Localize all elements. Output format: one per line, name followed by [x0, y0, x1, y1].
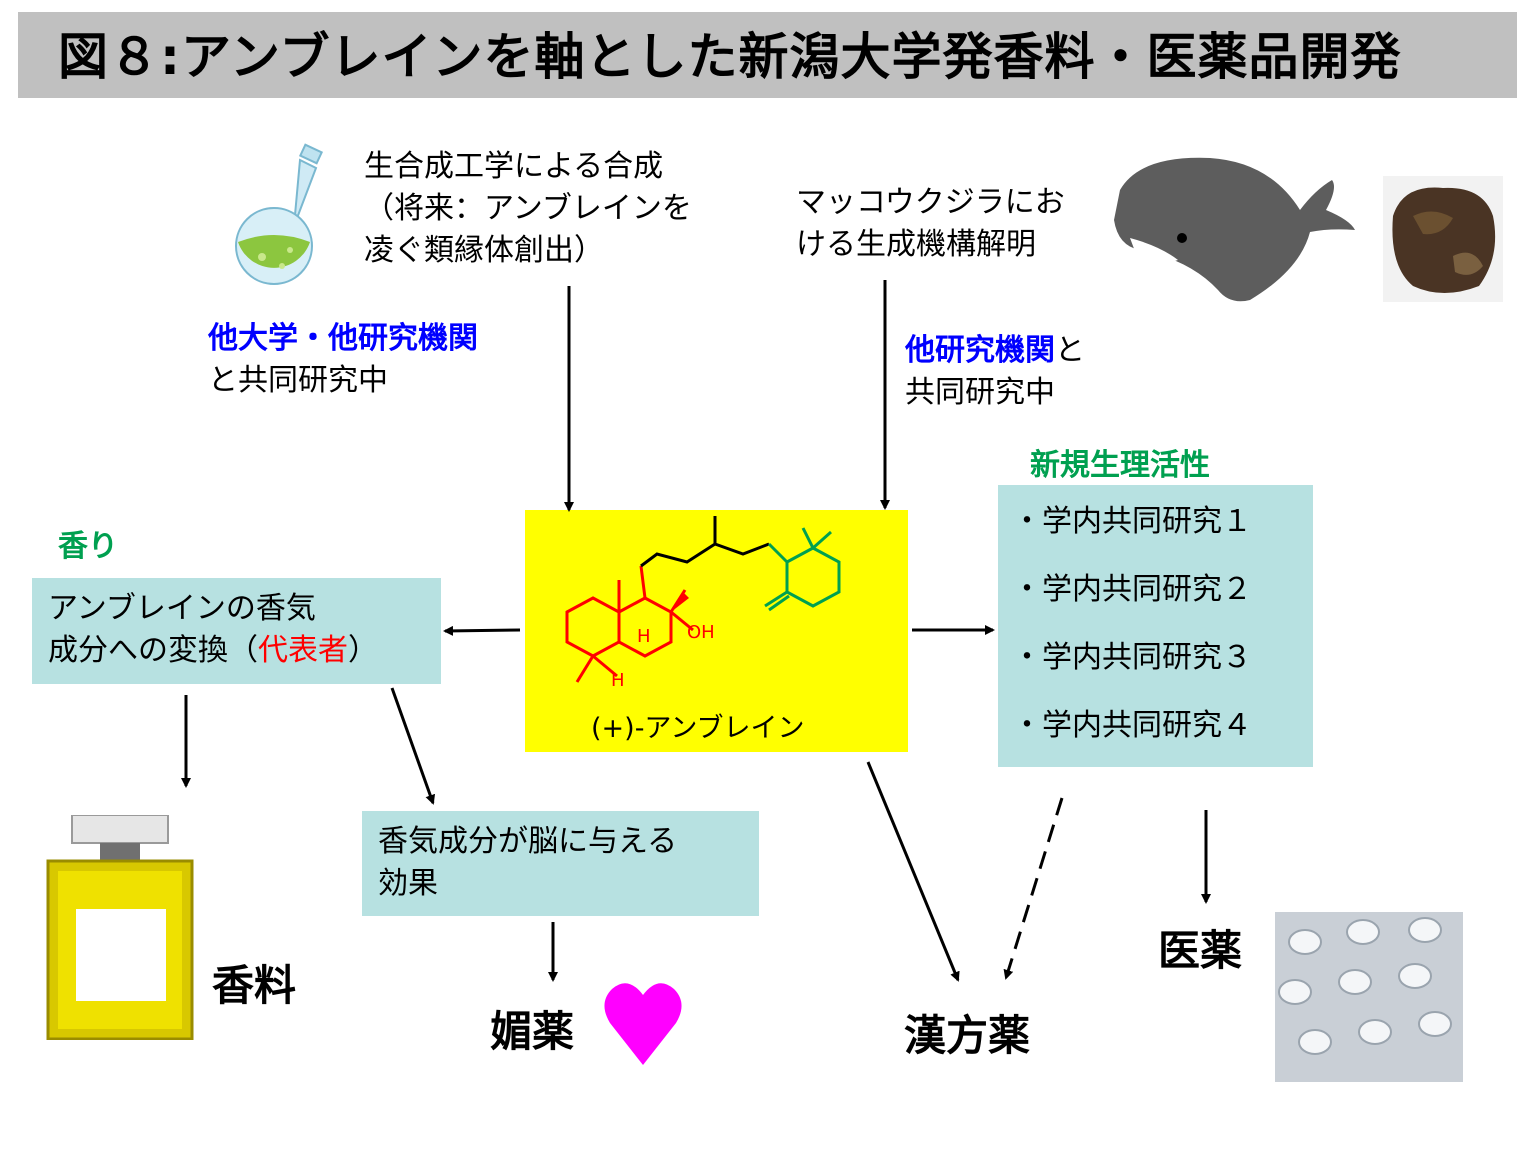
outcome-perfume: 香料: [212, 961, 297, 1010]
whale-text: マッコウクジラにお ける生成機構解明: [796, 182, 1065, 266]
oh-label: OH: [687, 622, 715, 643]
synthesis-line-2: （将来：アンブレインを: [364, 191, 692, 226]
arrow-compound-to-kampo: [866, 761, 960, 982]
collab-right-rest: 共同研究中: [905, 375, 1055, 410]
fragrance-line-2: 成分への変換（代表者）: [48, 630, 378, 672]
flask-icon: [235, 143, 324, 285]
brain-effect-line-1: 香気成分が脳に与える: [378, 824, 678, 859]
page-title: 図８:アンブレインを軸とした新潟大学発香料・医薬品開発: [58, 28, 1402, 86]
fragrance-line-1: アンブレインの香気: [48, 591, 316, 626]
synthesis-line-3: 凌ぐ類縁体創出）: [364, 233, 604, 268]
fragrance-line-2-post: ）: [348, 633, 378, 668]
bioactivity-item-4: ・学内共同研究４: [1012, 708, 1252, 743]
whale-line-1: マッコウクジラにお: [796, 185, 1065, 220]
whale-line-2: ける生成機構解明: [796, 227, 1036, 262]
collab-left-rest: と共同研究中: [208, 363, 388, 398]
collab-left: 他大学・他研究機関 と共同研究中: [208, 318, 478, 402]
compound-name: (+)-アンブレイン: [591, 713, 805, 744]
bioactivity-item-3: ・学内共同研究３: [1012, 640, 1252, 675]
outcome-aphrodisiac: 媚薬: [490, 1007, 575, 1056]
fragrance-line-2-pre: 成分への変換（: [48, 633, 258, 668]
bioactivity-heading: 新規生理活性: [1030, 448, 1210, 483]
collab-right-highlight: 他研究機関: [905, 333, 1055, 368]
brain-effect-box: 香気成分が脳に与える 効果: [362, 811, 759, 916]
outcome-medicine: 医薬: [1158, 926, 1243, 975]
h-label-1: H: [637, 626, 651, 647]
compound-box: OH H H (+)-アンブレイン: [525, 510, 908, 752]
arrow-fragrance-to-brain: [390, 687, 436, 805]
bioactivity-box: ・学内共同研究１ ・学内共同研究２ ・学内共同研究３ ・学内共同研究４: [998, 485, 1313, 767]
medicine-pills-image: [1275, 912, 1463, 1082]
bioactivity-item-1: ・学内共同研究１: [1012, 504, 1252, 539]
fragrance-heading: 香り: [58, 529, 118, 564]
collab-left-highlight: 他大学・他研究機関: [208, 321, 478, 356]
synthesis-text: 生合成工学による合成 （将来：アンブレインを 凌ぐ類縁体創出）: [364, 146, 692, 272]
collab-right-tail: と: [1055, 333, 1085, 368]
arrow-compound-to-fragrance: [443, 625, 521, 636]
synthesis-line-1: 生合成工学による合成: [364, 149, 664, 184]
title-bar: [18, 12, 1517, 98]
fragrance-box: アンブレインの香気 成分への変換（代表者）: [32, 578, 441, 684]
collab-right: 他研究機関と 共同研究中: [905, 330, 1085, 414]
outcome-kampo: 漢方薬: [904, 1011, 1031, 1060]
h-label-2: H: [611, 670, 625, 691]
brain-effect-line-2: 効果: [378, 866, 438, 901]
perfume-bottle-icon: [46, 815, 194, 1040]
ambergris-image: [1383, 176, 1503, 302]
arrow-bioactivity-to-kampo: [1003, 797, 1064, 980]
heart-icon: [604, 983, 682, 1065]
bioactivity-item-2: ・学内共同研究２: [1012, 572, 1252, 607]
whale-icon: [1114, 157, 1355, 302]
ambrein-structure: OH H H: [565, 516, 841, 691]
representative-label: 代表者: [258, 633, 348, 668]
